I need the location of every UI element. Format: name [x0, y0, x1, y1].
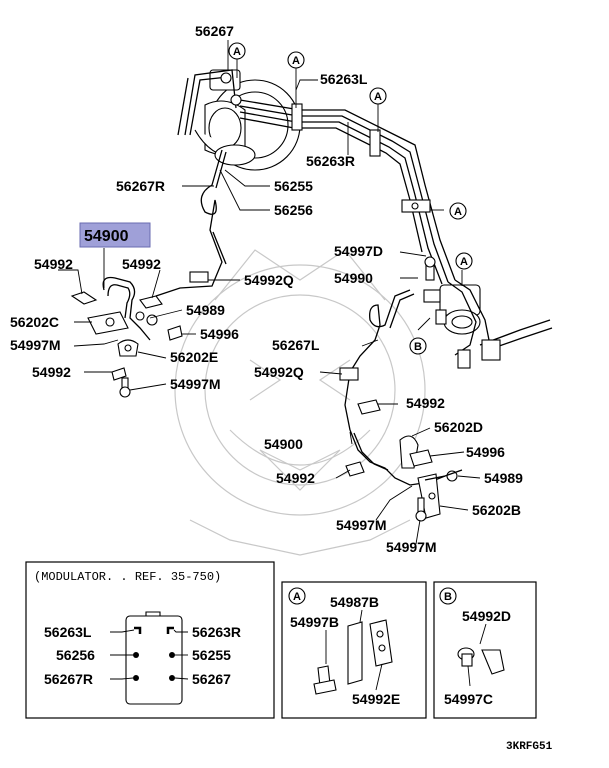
callout-54989[interactable]: 54989: [186, 302, 225, 318]
callout-54990[interactable]: 54990: [334, 270, 373, 286]
modulator-label-56263l[interactable]: 56263L: [44, 624, 92, 640]
modulator-label-56267r[interactable]: 56267R: [44, 671, 93, 687]
callout-54997d[interactable]: 54997D: [334, 243, 383, 259]
detail-b-label-54992d[interactable]: 54992D: [462, 608, 511, 624]
part-callouts: 56267 56263L 56263R 56267R 56255 56256 5…: [10, 23, 523, 555]
callout-56263l[interactable]: 56263L: [320, 71, 368, 87]
svg-text:A: A: [454, 206, 462, 218]
proportioning-valve: [423, 256, 553, 369]
svg-text:A: A: [292, 55, 300, 67]
callout-56267r[interactable]: 56267R: [116, 178, 165, 194]
svg-text:A: A: [374, 91, 382, 103]
brake-line-56267r: [155, 149, 227, 297]
callout-54996[interactable]: 54996: [466, 444, 505, 460]
left-hose-assembly: [70, 276, 183, 398]
callout-54989[interactable]: 54989: [484, 470, 523, 486]
modulator-detail-box: (MODULATOR. . REF. 35-750) 56263L 56256 …: [25, 561, 275, 719]
detail-a-box: A 54987B 54997B 54992E: [281, 581, 427, 719]
modulator-label-56255[interactable]: 56255: [192, 647, 231, 663]
detail-a-label-54997b[interactable]: 54997B: [290, 614, 339, 630]
svg-text:B: B: [444, 591, 452, 603]
callout-56255[interactable]: 56255: [274, 178, 313, 194]
callout-54992[interactable]: 54992: [276, 470, 315, 486]
detail-b-label-54997c[interactable]: 54997C: [444, 691, 493, 707]
callout-54997m[interactable]: 54997M: [170, 376, 221, 392]
port-marks: [133, 626, 175, 681]
callout-54900[interactable]: 54900: [264, 436, 303, 452]
svg-text:A: A: [460, 256, 468, 268]
svg-text:A: A: [293, 591, 301, 603]
callout-56267[interactable]: 56267: [195, 23, 234, 39]
circle-marker-b-1: B: [409, 337, 427, 355]
callout-54997m[interactable]: 54997M: [10, 337, 61, 353]
callout-56256[interactable]: 56256: [274, 202, 313, 218]
callout-54992[interactable]: 54992: [122, 256, 161, 272]
diagram-code: 3KRFG51: [506, 741, 553, 753]
callout-56267l[interactable]: 56267L: [272, 337, 320, 353]
callout-54997m[interactable]: 54997M: [336, 517, 387, 533]
circle-marker-a-2: A: [287, 51, 305, 69]
modulator-label-56267[interactable]: 56267: [192, 671, 231, 687]
callout-54997m[interactable]: 54997M: [386, 539, 437, 555]
modulator-label-56256[interactable]: 56256: [56, 647, 95, 663]
callout-54992[interactable]: 54992: [406, 395, 445, 411]
callout-56202c[interactable]: 56202C: [10, 314, 59, 330]
modulator-label-56263r[interactable]: 56263R: [192, 624, 241, 640]
callout-56202b[interactable]: 56202B: [472, 502, 521, 518]
circle-marker-a-4: A: [449, 202, 467, 220]
callout-54900-highlighted[interactable]: 54900: [84, 228, 129, 245]
callout-54996[interactable]: 54996: [200, 326, 239, 342]
brake-line-bundle-top: [177, 69, 456, 285]
circle-marker-a-1: A: [228, 42, 246, 60]
callout-54992q[interactable]: 54992Q: [244, 272, 294, 288]
leader-lines: [58, 40, 481, 545]
callout-56202e[interactable]: 56202E: [170, 349, 218, 365]
circle-marker-a-3: A: [369, 87, 387, 105]
circle-marker-a-5: A: [455, 252, 473, 270]
callout-56263r[interactable]: 56263R: [306, 153, 355, 169]
svg-text:B: B: [414, 341, 422, 353]
right-hose-assembly: [339, 289, 463, 522]
detail-a-label-54987b[interactable]: 54987B: [330, 594, 379, 610]
svg-text:A: A: [233, 46, 241, 58]
callout-54992[interactable]: 54992: [34, 256, 73, 272]
watermark-emblem: [174, 249, 426, 556]
detail-b-box: B 54992D 54997C: [433, 581, 537, 719]
highlight-box: [79, 222, 151, 248]
modulator-title: (MODULATOR. . REF. 35-750): [34, 570, 221, 584]
callout-56202d[interactable]: 56202D: [434, 419, 483, 435]
callout-54992q[interactable]: 54992Q: [254, 364, 304, 380]
detail-a-label-54992e[interactable]: 54992E: [352, 691, 400, 707]
callout-54992[interactable]: 54992: [32, 364, 71, 380]
